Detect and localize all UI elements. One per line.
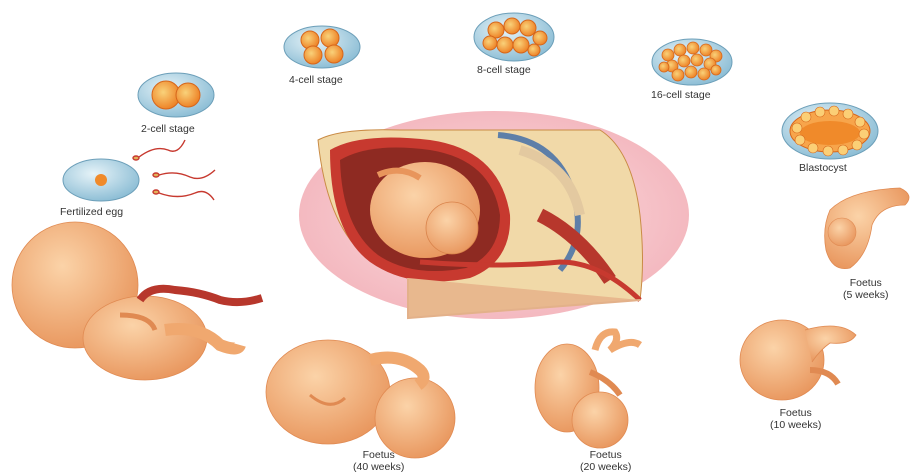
label-foetus-40-weeks: Foetus (40 weeks) [353,449,404,473]
label-foetus-10-line2: (10 weeks) [770,419,821,431]
two-cell-embryo [138,73,214,117]
fertilized-egg [63,140,215,201]
label-foetus-20-line2: (20 weeks) [580,461,631,473]
foetus-5-weeks [825,188,909,269]
label-four-cell-stage: 4-cell stage [289,74,343,86]
label-foetus-5-weeks: Foetus (5 weeks) [843,277,889,301]
label-sixteen-cell-stage: 16-cell stage [651,89,711,101]
sperm-icon [133,140,215,200]
label-foetus-40-line2: (40 weeks) [353,461,404,473]
label-foetus-20-weeks: Foetus (20 weeks) [580,449,631,473]
foetus-10-weeks [740,320,856,400]
full-term-foetus [12,222,262,380]
label-foetus-5-line1: Foetus [843,277,889,289]
label-foetus-40-line1: Foetus [353,449,404,461]
label-foetus-5-line2: (5 weeks) [843,289,889,301]
label-foetus-10-weeks: Foetus (10 weeks) [770,407,821,431]
label-foetus-20-line1: Foetus [580,449,631,461]
four-cell-embryo [284,26,360,68]
label-eight-cell-stage: 8-cell stage [477,64,531,76]
label-foetus-10-line1: Foetus [770,407,821,419]
blastocyst [782,103,878,159]
label-two-cell-stage: 2-cell stage [141,123,195,135]
sixteen-cell-embryo [652,39,732,85]
label-blastocyst: Blastocyst [799,162,847,174]
label-fertilized-egg: Fertilized egg [60,206,123,218]
